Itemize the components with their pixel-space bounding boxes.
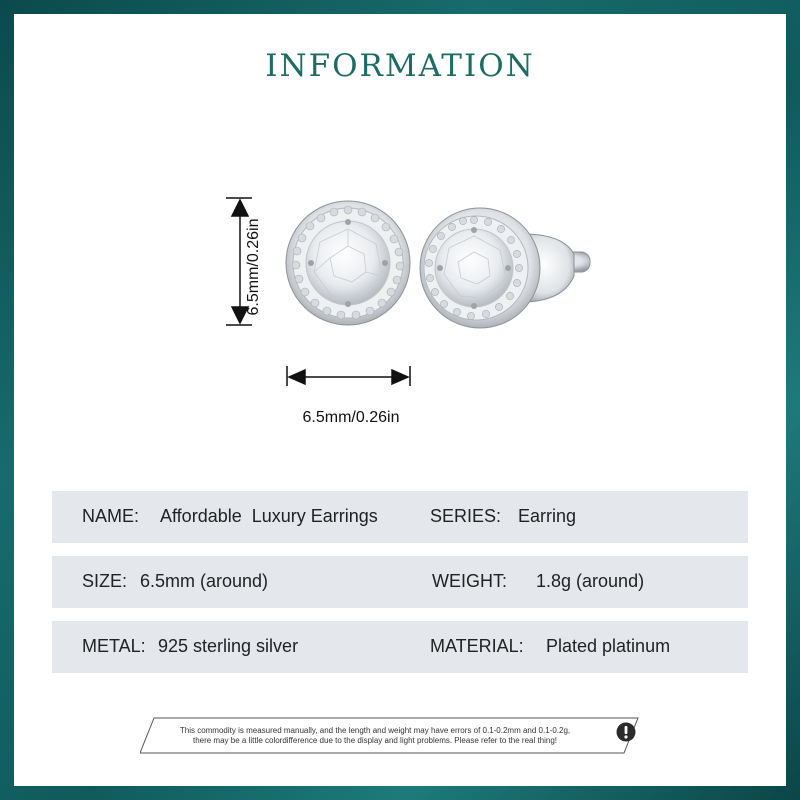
metal-value: 925 sterling silver <box>158 636 299 656</box>
earring-side-image <box>419 207 591 329</box>
size-value: 6.5mm (around) <box>140 571 269 591</box>
spec-row-size: SIZE: 6.5mm (around) WEIGHT: 1.8g (aroun… <box>52 556 748 608</box>
info-panel: INFORMATION <box>14 14 786 786</box>
series-value: Earring <box>518 506 577 526</box>
disclaimer-line-2: there may be a little colordifference du… <box>192 736 558 745</box>
spec-row-name: NAME: Affordable Luxury Earrings SERIES:… <box>52 491 748 543</box>
metal-label: METAL: <box>82 636 146 656</box>
series-label: SERIES: <box>430 506 502 526</box>
earring-front-image <box>285 200 411 326</box>
weight-label: WEIGHT: <box>432 571 507 591</box>
earrings-svg <box>226 197 591 386</box>
height-dimension-arrow <box>226 197 252 326</box>
height-dimension-label: 6.5mm/0.26in <box>245 218 262 316</box>
disclaimer-frame <box>140 717 639 754</box>
disclaimer-note: This commodity is measured manually, and… <box>140 716 640 756</box>
width-dimension-arrow <box>286 366 411 386</box>
width-dimension-label: 6.5mm/0.26in <box>302 409 400 426</box>
warning-icon <box>616 722 636 742</box>
name-value: Affordable Luxury Earrings <box>160 506 378 526</box>
weight-value: 1.8g (around) <box>536 571 645 591</box>
material-label: MATERIAL: <box>430 636 524 656</box>
disclaimer-line-1: This commodity is measured manually, and… <box>179 726 571 735</box>
product-illustration: 6.5mm/0.26in 6.5mm/0.26in <box>14 14 786 434</box>
spec-row-metal: METAL: 925 sterling silver MATERIAL: Pla… <box>52 621 748 673</box>
size-label: SIZE: <box>82 571 128 591</box>
page-title: INFORMATION <box>265 48 535 84</box>
name-label: NAME: <box>82 506 140 526</box>
disclaimer-text: This commodity is measured manually, and… <box>140 726 610 746</box>
material-value: Plated platinum <box>546 636 671 656</box>
